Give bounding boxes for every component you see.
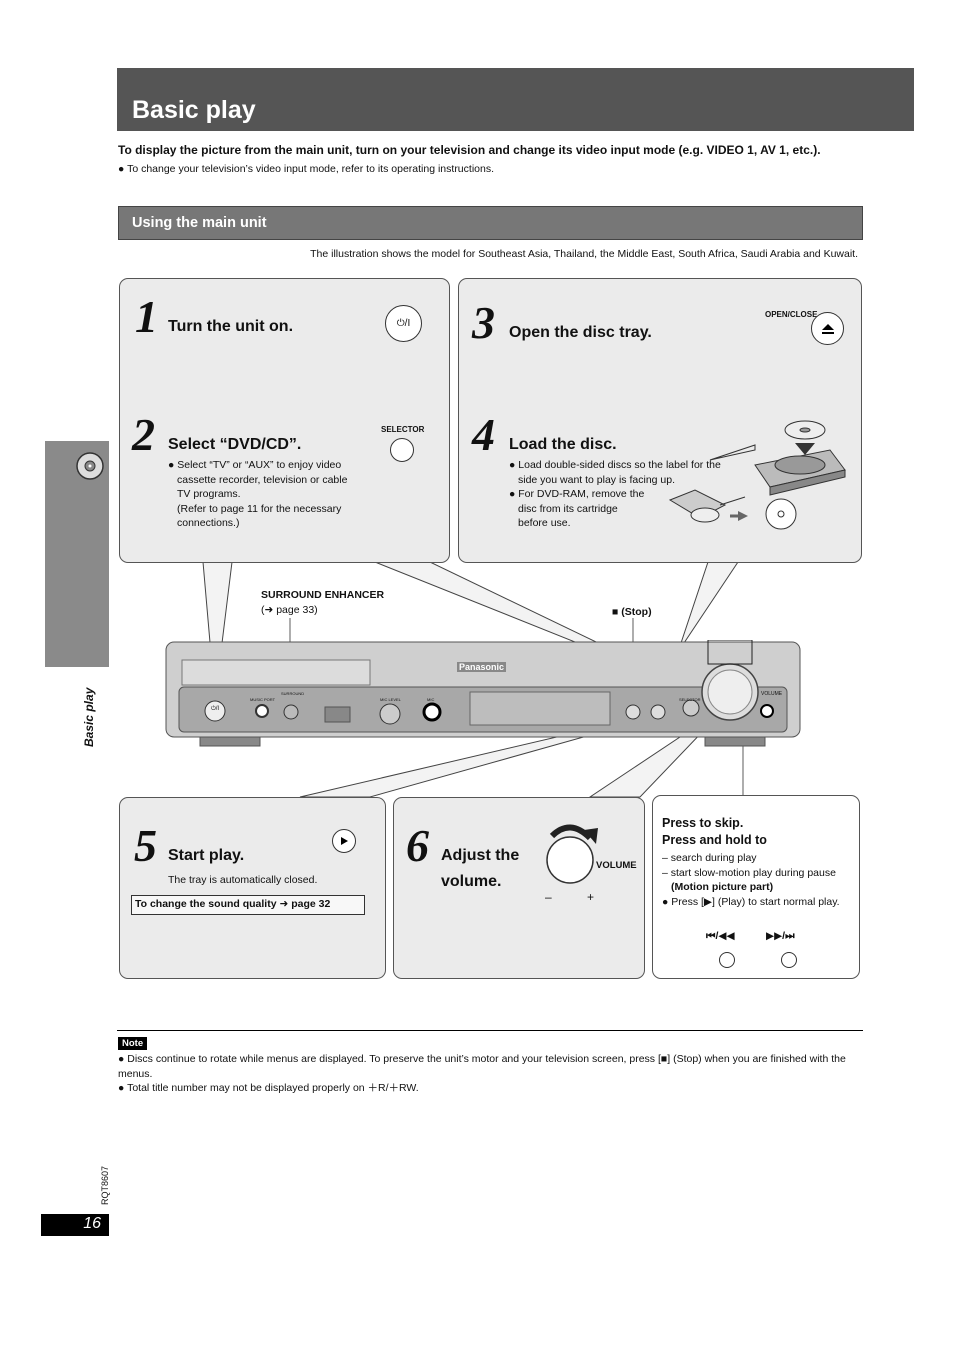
disc-loading-illustration <box>668 420 846 530</box>
note-text: ● Discs continue to rotate while menus a… <box>118 1052 860 1096</box>
volume-label: VOLUME <box>596 860 637 871</box>
step-5-title: Start play. <box>168 847 245 864</box>
mic-label: MIC <box>427 697 435 702</box>
surround-label: SURROUND <box>281 691 305 696</box>
step-2-title: Select “DVD/CD”. <box>168 436 302 453</box>
section-title: Using the main unit <box>132 215 267 231</box>
intro-bullet: ● To change your television’s video inpu… <box>118 163 494 175</box>
step-6-number: 6 <box>406 820 429 871</box>
step-3-title: Open the disc tray. <box>509 324 652 341</box>
step-2-number: 2 <box>132 409 155 460</box>
hold-title: Press and hold to <box>662 833 767 847</box>
step-6-title-line2: volume. <box>441 873 502 890</box>
note-divider <box>117 1030 863 1031</box>
disc-icon <box>76 452 104 480</box>
stop-label: ■ (Stop) <box>612 606 652 618</box>
step-1-title: Turn the unit on. <box>168 318 294 335</box>
skip-notes: – search during play – start slow-motion… <box>662 852 840 908</box>
eject-icon <box>821 323 834 334</box>
play-icon <box>341 837 348 845</box>
page-title: Basic play <box>132 96 256 124</box>
page-number-box: 16 <box>41 1214 109 1236</box>
power-button[interactable]: ⏻/I <box>385 305 422 342</box>
note-label: Note <box>118 1037 148 1050</box>
step-2-notes: ● Select “TV” or “AUX” to enjoy video ca… <box>168 459 348 529</box>
note-2: ● Total title number may not be displaye… <box>118 1082 419 1094</box>
illustration-note: The illustration shows the model for Sou… <box>310 248 858 260</box>
surround-title: SURROUND ENHANCER <box>261 589 385 601</box>
selector-unit-label: SELECTOR <box>679 697 701 702</box>
open-close-button[interactable] <box>811 312 844 345</box>
step-5-number: 5 <box>134 820 157 871</box>
sound-quality-link[interactable]: To change the sound quality ➜ page 32 <box>131 895 365 915</box>
note-1: ● Discs continue to rotate while menus a… <box>118 1053 846 1080</box>
step-3-number: 3 <box>472 297 495 348</box>
volume-knob[interactable] <box>547 837 593 883</box>
step-5-note: The tray is automatically closed. <box>168 874 318 886</box>
step-4-number: 4 <box>472 409 495 460</box>
mic-level-label: MIC LEVEL <box>380 697 401 702</box>
panel-step-5 <box>119 797 386 979</box>
play-button[interactable] <box>332 829 356 853</box>
selector-label: SELECTOR <box>381 425 425 434</box>
step-4-notes: ● Load double-sided discs so the label f… <box>509 459 721 529</box>
music-port-label: MUSIC PORT <box>250 697 276 702</box>
section-header: Using the main unit <box>118 206 863 240</box>
step-4-title: Load the disc. <box>509 436 617 453</box>
brand-logo: Panasonic <box>457 662 507 672</box>
panel-step-6 <box>393 797 645 979</box>
panel-skip <box>652 795 860 979</box>
page-number: 16 <box>83 1215 101 1232</box>
unit-power-button[interactable]: ⏻/I <box>210 706 220 712</box>
step-1-number: 1 <box>135 291 158 342</box>
volume-plus: + <box>587 890 595 904</box>
surround-page: (➜ page 33) <box>261 604 318 616</box>
main-unit-illustration: Panasonic MUSIC PORT SURROUND MIC LEVEL … <box>165 640 801 750</box>
skip-forward-button[interactable] <box>781 952 797 968</box>
intro-text: To display the picture from the main uni… <box>118 143 821 157</box>
selector-button[interactable] <box>390 438 414 462</box>
skip-back-button[interactable] <box>719 952 735 968</box>
doc-code: RQT8607 <box>100 1165 110 1205</box>
volume-minus: – <box>545 890 552 904</box>
open-close-label: OPEN/CLOSE <box>765 310 818 319</box>
main-unit-body <box>165 640 801 747</box>
volume-dial-illustration <box>546 824 598 884</box>
volume-unit-label: VOLUME <box>761 691 783 697</box>
step-6-title-line1: Adjust the <box>441 847 520 864</box>
page-title-bar: Basic play <box>117 68 914 131</box>
skip-title: Press to skip. <box>662 816 744 830</box>
skip-back-label: ⏮/◀◀ <box>706 930 735 942</box>
side-tab <box>45 441 109 667</box>
skip-forward-label: ▶▶/⏭ <box>766 930 795 942</box>
